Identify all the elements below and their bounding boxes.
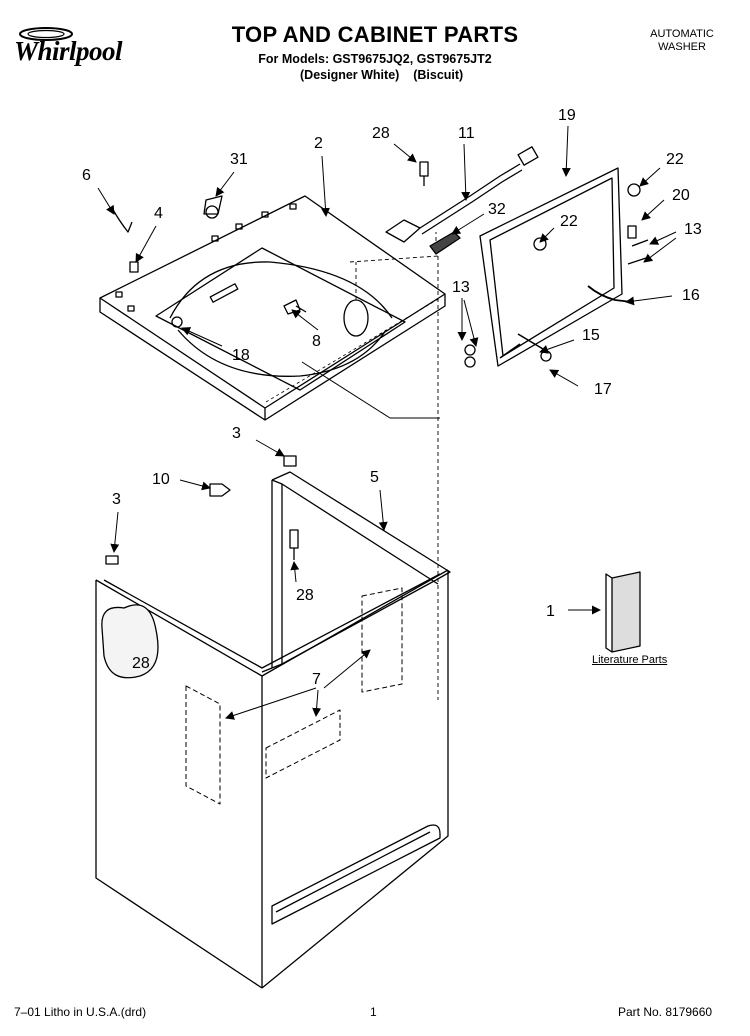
literature-booklet <box>605 571 641 653</box>
assembly-lines <box>349 232 439 700</box>
fasteners <box>105 161 649 651</box>
models-line: For Models: GST9675JQ2, GST9675JT2 <box>258 52 492 66</box>
callout-1: 1 <box>546 603 555 620</box>
top-panel <box>99 195 446 421</box>
callout-13-lid: 13 <box>684 221 702 238</box>
callout-4: 4 <box>154 205 163 222</box>
cabinet <box>95 569 449 989</box>
callout-31: 31 <box>230 151 248 168</box>
lid-frame <box>479 167 623 367</box>
product-type-line-1: AUTOMATIC <box>650 28 714 40</box>
callout-15: 15 <box>582 327 600 344</box>
callout-3-frame: 3 <box>232 425 241 442</box>
footer-page-number: 1 <box>370 1005 377 1019</box>
callout-7: 7 <box>312 671 321 688</box>
callout-13-frame: 13 <box>452 279 470 296</box>
finish-line: (Designer White) (Biscuit) <box>300 68 464 82</box>
callout-28-cabinet: 28 <box>132 655 150 672</box>
callout-16: 16 <box>682 287 700 304</box>
callout-6: 6 <box>82 167 91 184</box>
callout-20: 20 <box>672 187 690 204</box>
callout-22-hinge: 22 <box>666 151 684 168</box>
callout-18: 18 <box>232 347 250 364</box>
callout-28-switch: 28 <box>372 125 390 142</box>
brand-name: Whirlpool <box>14 36 123 66</box>
callout-3-cabinet: 3 <box>112 491 121 508</box>
literature-parts-label: Literature Parts <box>592 654 668 666</box>
callout-10: 10 <box>152 471 170 488</box>
product-type-line-2: WASHER <box>658 41 706 53</box>
callout-5: 5 <box>370 469 379 486</box>
callout-19: 19 <box>558 107 576 124</box>
callout-32: 32 <box>488 201 506 218</box>
callout-leaders <box>97 125 677 720</box>
callout-2: 2 <box>314 135 323 152</box>
cabinet-dashed-panels <box>185 587 403 805</box>
cabinet-frame <box>261 471 451 673</box>
footer-litho: 7–01 Litho in U.S.A.(drd) <box>14 1005 147 1019</box>
callout-8: 8 <box>312 333 321 350</box>
product-type: AUTOMATIC WASHER <box>642 28 722 54</box>
lid-switch <box>385 146 539 243</box>
callout-17: 17 <box>594 381 612 398</box>
callout-22-lid: 22 <box>560 213 578 230</box>
logo-swirl-icon <box>19 27 73 41</box>
footer-part-number: Part No. 8179660 <box>618 1005 713 1019</box>
callout-11: 11 <box>458 125 475 142</box>
page-title: TOP AND CABINET PARTS <box>231 22 519 47</box>
callout-28-frame: 28 <box>296 587 314 604</box>
callout-labels: 1 2 3 3 4 5 6 7 8 10 11 13 13 15 16 17 1… <box>82 107 702 688</box>
